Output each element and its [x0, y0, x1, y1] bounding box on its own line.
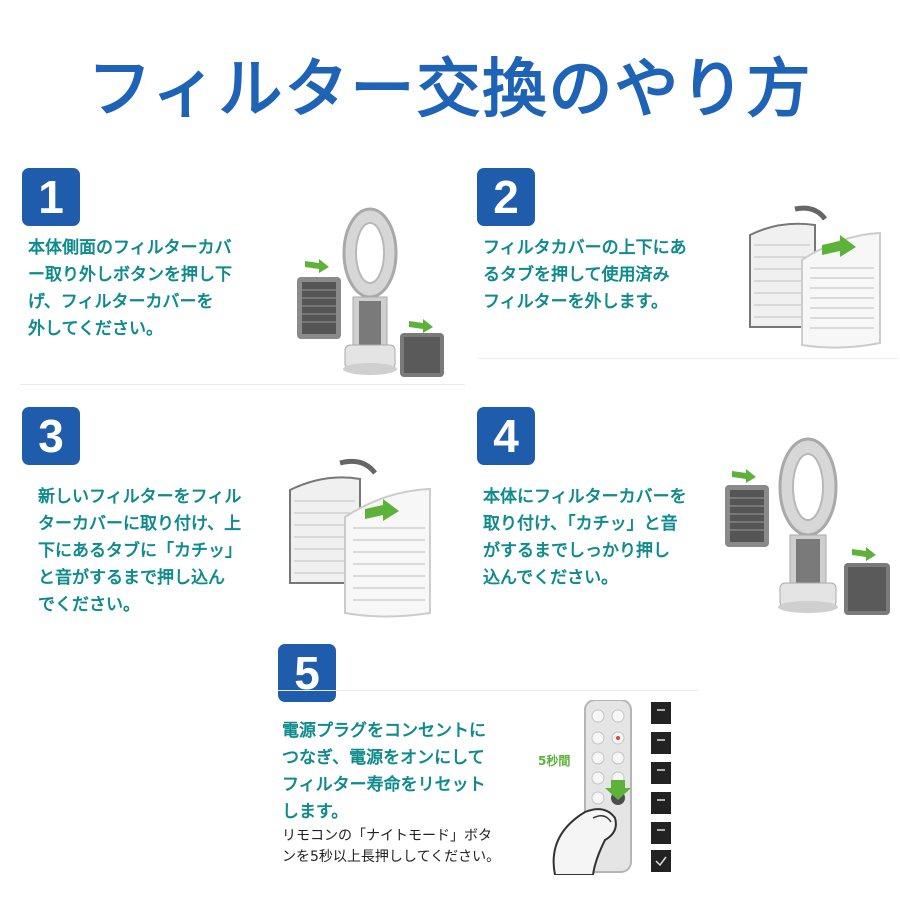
remote-note-line-1: リモコンの「ナイトモード」ボタ	[282, 828, 492, 844]
step-3-badge: 3	[22, 407, 80, 465]
remote-note-line-2: ンを5秒以上長押ししてください。	[282, 849, 501, 865]
purifier-remove-cover-illustration	[297, 207, 444, 377]
step-5-line-3: フィルター寿命をリセット	[282, 775, 486, 795]
step-2-divider	[478, 358, 898, 359]
step-4-line-4: 込んでください。	[483, 568, 619, 588]
seconds-label: 5秒間	[538, 754, 571, 768]
purifier-attach-cover-illustration	[725, 437, 890, 615]
step-1-line-1: 本体側面のフィルターカバ	[28, 238, 232, 258]
step-2-line-2: るタブを押して使用済み	[483, 265, 670, 285]
remote-control-illustration	[552, 700, 671, 875]
step-2-text: フィルタカバーの上下にあ るタブを押して使用済み フィルターを外します。	[483, 235, 687, 316]
step-2-line-3: フィルターを外します。	[483, 292, 668, 312]
remote-note: リモコンの「ナイトモード」ボタ ンを5秒以上長押ししてください。	[282, 826, 500, 868]
step-4-text: 本体にフィルターカバーを 取り付け、「カチッ」と音 がするまでしっかり押し 込ん…	[483, 484, 687, 592]
step-5-line-2: つなぎ、電源をオンにして	[282, 748, 485, 768]
step-4-line-1: 本体にフィルターカバーを	[483, 487, 687, 507]
step-4-line-2: 取り付け、「カチッ」と音	[483, 514, 678, 534]
step-2-badge: 2	[477, 168, 535, 226]
step-1-line-3: げ、フィルターカバーを	[28, 292, 214, 312]
step-5-divider	[278, 690, 698, 691]
filter-insert-illustration	[289, 458, 431, 618]
step-3-line-2: ターカバーに取り付け、上	[38, 514, 242, 534]
step-5-badge: 5	[278, 644, 336, 702]
step-3-line-5: でください。	[38, 595, 140, 615]
filter-separate-illustration	[749, 205, 881, 349]
step-3-line-3: 下にあるタブに「カチッ」	[38, 541, 242, 561]
step-5-text: 電源プラグをコンセントに つなぎ、電源をオンにして フィルター寿命をリセット し…	[282, 718, 486, 826]
step-1-divider	[20, 384, 465, 385]
page-title: フィルター交換のやり方	[87, 53, 813, 127]
step-3-line-1: 新しいフィルターをフィル	[38, 487, 242, 507]
step-4-badge: 4	[477, 407, 535, 465]
step-3-line-4: と音がするまで押し込ん	[38, 568, 225, 588]
step-3-text: 新しいフィルターをフィル ターカバーに取り付け、上 下にあるタブに「カチッ」 と…	[38, 484, 242, 619]
step-5-line-4: します。	[282, 802, 349, 822]
step-1-line-2: ー取り外しボタンを押し下	[28, 265, 232, 285]
step-4-line-3: がするまでしっかり押し	[483, 541, 670, 561]
step-1-badge: 1	[22, 168, 80, 226]
step-1-line-4: 外してください。	[28, 319, 163, 339]
step-5-line-1: 電源プラグをコンセントに	[282, 721, 486, 741]
step-2-line-1: フィルタカバーの上下にあ	[483, 238, 687, 258]
step-1-text: 本体側面のフィルターカバ ー取り外しボタンを押し下 げ、フィルターカバーを 外し…	[28, 235, 232, 343]
